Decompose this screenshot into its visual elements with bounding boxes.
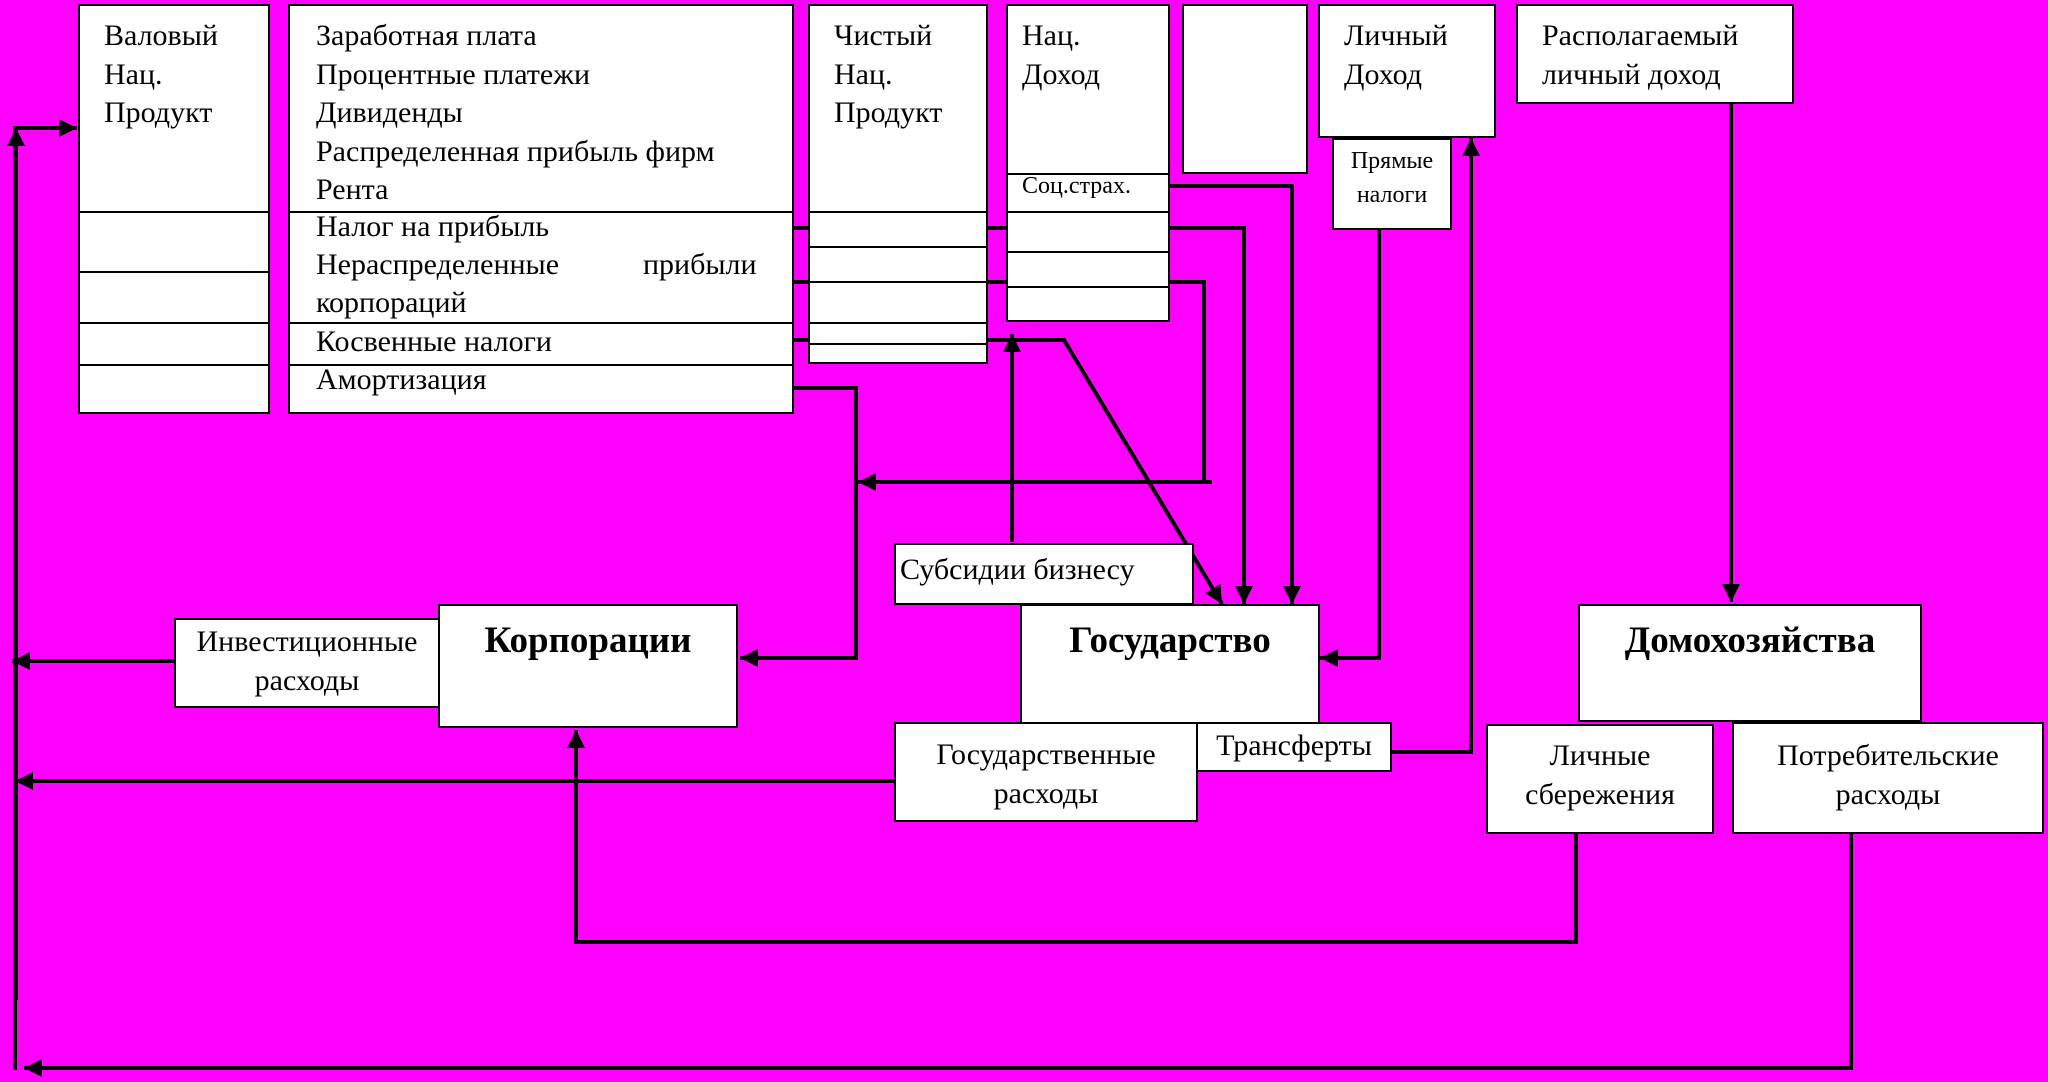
government-spending-label: Государственные расходы [936, 738, 1156, 810]
savings-box [1486, 724, 1714, 834]
subsidies-label: Субсидии бизнесу [900, 553, 1135, 586]
investment-box [174, 618, 440, 708]
retained-profits-line2: корпораций [316, 286, 467, 319]
consumption-box [1732, 722, 2044, 834]
disposable-income-box [1516, 4, 1794, 104]
nnp-box [808, 4, 988, 364]
income-items-list: Заработная плата Процентные платежи Диви… [316, 19, 715, 206]
personal-income-label: Личный Доход [1344, 19, 1448, 91]
empty-box [1182, 4, 1308, 174]
investment-label: Инвестиционные расходы [196, 625, 418, 697]
social-insurance-label: Соц.страх. [1022, 173, 1131, 199]
arrow-consumption-to-loop [24, 834, 1853, 1077]
corporations-label: Корпорации [484, 620, 692, 661]
national-income-box [1006, 4, 1170, 322]
arrow-depreciation-to-corporations [740, 386, 858, 667]
national-income-label: Нац. Доход [1022, 19, 1100, 91]
transfers-label: Трансферты [1216, 729, 1372, 762]
government-spending-box [894, 722, 1198, 822]
arrow-loop-to-gnp [13, 119, 77, 1070]
gnp-box [78, 4, 270, 414]
direct-taxes-box [1332, 138, 1452, 230]
depreciation-label: Амортизация [316, 363, 487, 396]
gnp-label: Валовый Нац. Продукт [104, 19, 218, 129]
savings-label: Личные сбережения [1525, 739, 1675, 811]
corporations-box [438, 604, 738, 728]
households-label: Домохозяйства [1624, 620, 1876, 661]
income-components-box [288, 4, 794, 414]
direct-taxes-label: Прямые налоги [1350, 148, 1434, 208]
disposable-income-label: Располагаемый личный доход [1542, 19, 1739, 91]
retained-profits-word1: Нераспределенные [316, 248, 560, 281]
retained-profits-word2: прибыли [643, 248, 757, 281]
arrow-savings-to-corporations [567, 730, 1578, 944]
households-box [1578, 604, 1922, 722]
indirect-taxes-label: Косвенные налоги [316, 325, 552, 358]
government-label: Государство [1069, 620, 1271, 661]
nnp-label: Чистый Нац. Продукт [834, 19, 943, 129]
profit-tax-label: Налог на прибыль [316, 210, 550, 243]
personal-income-box [1318, 4, 1496, 138]
consumption-label: Потребительские расходы [1777, 739, 1999, 811]
transfers-box [1196, 722, 1392, 772]
government-box [1020, 604, 1320, 728]
arrow-direct-taxes-to-government [1320, 228, 1381, 667]
arrow-transfers-to-personal-income [1390, 138, 1480, 754]
arrow-social-insurance-to-government [1168, 184, 1301, 604]
arrow-retained-profits [792, 280, 1206, 491]
